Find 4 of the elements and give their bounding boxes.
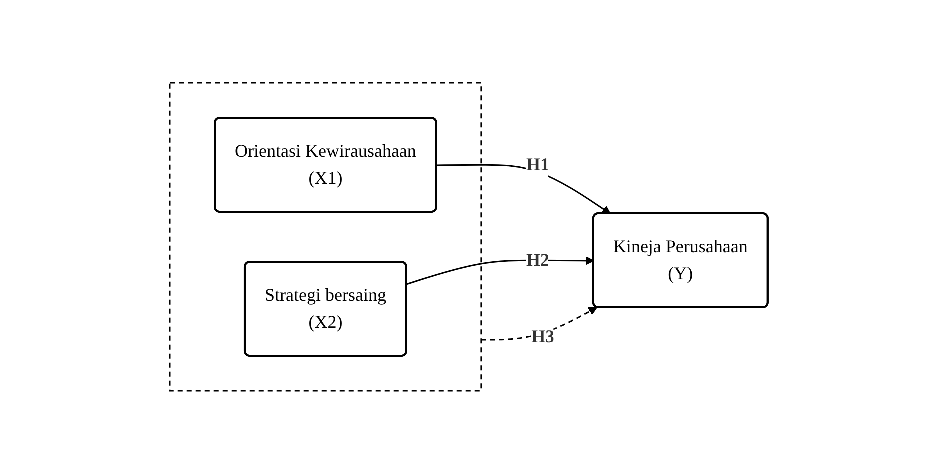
edge-label: H1 [526,154,549,174]
edge-label: H2 [526,250,549,270]
cluster [168,82,482,392]
arrow [406,256,594,285]
